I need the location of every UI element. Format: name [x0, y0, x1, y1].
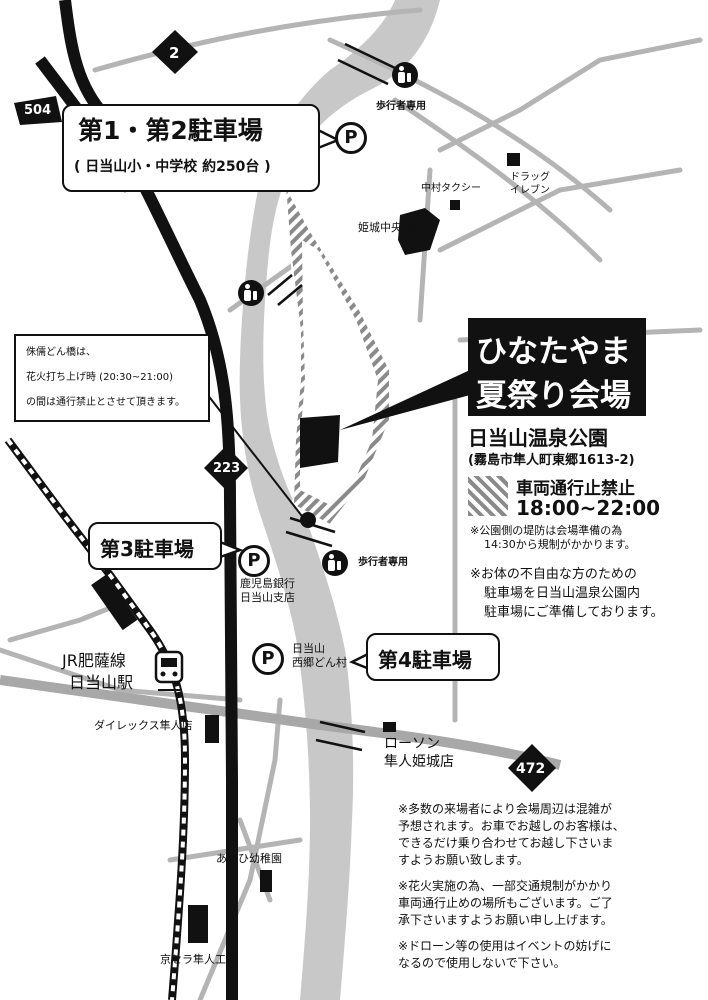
embankment-note: ※公園側の堤防は会場準備の為 14:30から規制がかかります。: [470, 524, 636, 551]
himeki-park-label: 姫城中央公園: [358, 221, 424, 234]
taxi-building: [450, 200, 460, 210]
notice-drone: ※ドローン等の使用はイベントの妨げに なるので使用しないで下さい。: [398, 939, 612, 971]
pedestrian-icon-bottom: [322, 550, 348, 576]
train-icon: [154, 650, 184, 691]
route-472-shield: [508, 744, 556, 792]
parking-lot-3-title: 第3駐車場: [100, 537, 194, 561]
closure-legend-swatch: [468, 476, 508, 516]
drug-eleven-building: [507, 153, 520, 166]
kyocera-label: 京セラ隼人工場: [160, 953, 237, 966]
bridge-notice-box: 侏儒どん橋は、 花火打ち上げ時 (20:30~21:00) の間は通行禁止とさせ…: [14, 334, 210, 422]
event-title-line1: ひなたやま: [476, 334, 631, 370]
road-kyocera: [197, 697, 283, 1000]
bridge-mid: [267, 274, 303, 306]
road-east-2: [437, 167, 683, 253]
road-north: [92, 7, 423, 73]
route-223-number: 223: [213, 461, 241, 476]
parking-lot-12-subtitle: ( 日当山小・中学校 約250台 ): [74, 159, 271, 175]
bridge-lawson: [315, 720, 366, 752]
pedestrian-only-bottom-label: 歩行者専用: [358, 557, 408, 568]
jr-line-label: JR肥薩線: [62, 651, 126, 670]
parking-icon-lot4: P: [252, 643, 284, 675]
event-title-line2: 夏祭り会場: [476, 378, 631, 414]
parking-lot-3-callout: 第3駐車場: [88, 522, 222, 570]
notices-block: ※多数の来場者により会場周辺は混雑が 予想されます。お車でお越しのお客様は、 で…: [398, 801, 698, 981]
road-main-ew: [0, 675, 562, 770]
road-ne-1: [327, 37, 613, 213]
nakamura-taxi-label: 中村タクシー: [421, 183, 481, 194]
parking-lot-12-title: 第1・第2駐車場: [78, 116, 263, 145]
drug-eleven-label: ドラッグ イレブン: [510, 172, 550, 196]
river: [239, 0, 440, 1000]
pedestrian-icon-top: [392, 62, 418, 88]
venue-address: (霧島市隼人町東郷1613-2): [468, 453, 635, 468]
kagoshima-bank-label: 鹿児島銀行 日当山支店: [240, 577, 295, 604]
notice-congestion: ※多数の来場者により会場周辺は混雑が 予想されます。お車でお越しのお客様は、 で…: [398, 802, 625, 868]
direx-building: [205, 715, 219, 743]
station-building: [91, 574, 138, 631]
parking-icon-lot12: P: [335, 122, 367, 154]
asahi-kindergarten-label: あさひ幼稚園: [216, 852, 282, 865]
route-472-number: 472: [516, 761, 546, 777]
disabled-parking-note: ※お体の不自由な方のための 駐車場を日当山温泉公園内 駐車場にご準備しております…: [470, 567, 664, 620]
route-2-number: 2: [169, 44, 180, 62]
nishigou-label: 日当山 西郷どん村: [292, 642, 347, 669]
notice-pointer: [199, 384, 306, 521]
himeki-park-shape: [398, 208, 440, 255]
pedestrian-icon-middle: [238, 280, 264, 306]
bridge-marker: [300, 512, 316, 528]
venue-name: 日当山温泉公園: [468, 426, 608, 450]
parking-lot-12-callout: 第1・第2駐車場 ( 日当山小・中学校 約250台 ): [62, 104, 320, 192]
closure-legend-label: 車両通行止禁止: [516, 479, 635, 499]
parking-icon-lot3: P: [238, 545, 270, 577]
venue-area: [300, 415, 340, 468]
route-504-number: 504: [24, 103, 52, 118]
notice-traffic: ※花火実施の為、一部交通規制がかかり 車両通行止めの場所もございます。ご了 承下…: [398, 879, 613, 928]
lawson-label: ローソン 隼人姫城店: [384, 736, 454, 770]
asahi-building: [260, 870, 272, 892]
direx-label: ダイレックス隼人店: [94, 719, 193, 732]
lawson-building: [383, 722, 396, 732]
kyocera-building: [188, 905, 208, 943]
road-ne-2: [392, 97, 603, 263]
lot3-callout-tail: [219, 540, 244, 559]
road-west-1: [0, 647, 243, 703]
jr-station-label: 日当山駅: [69, 673, 134, 692]
route-504-shield: [14, 96, 62, 125]
bridge-top: [337, 42, 396, 86]
pedestrian-only-top-label: 歩行者専用: [376, 101, 426, 112]
event-title-box: ひなたやま 夏祭り会場: [468, 318, 646, 416]
parking-lot-4-callout: 第4駐車場: [366, 633, 500, 681]
road-ne-3: [437, 37, 703, 153]
route-2-shield: [152, 30, 198, 74]
closure-legend-time: 18:00~22:00: [516, 496, 661, 520]
parking-lot-4-title: 第4駐車場: [378, 648, 472, 672]
route-223-shield: [204, 446, 248, 490]
venue-pointer: [340, 370, 470, 430]
